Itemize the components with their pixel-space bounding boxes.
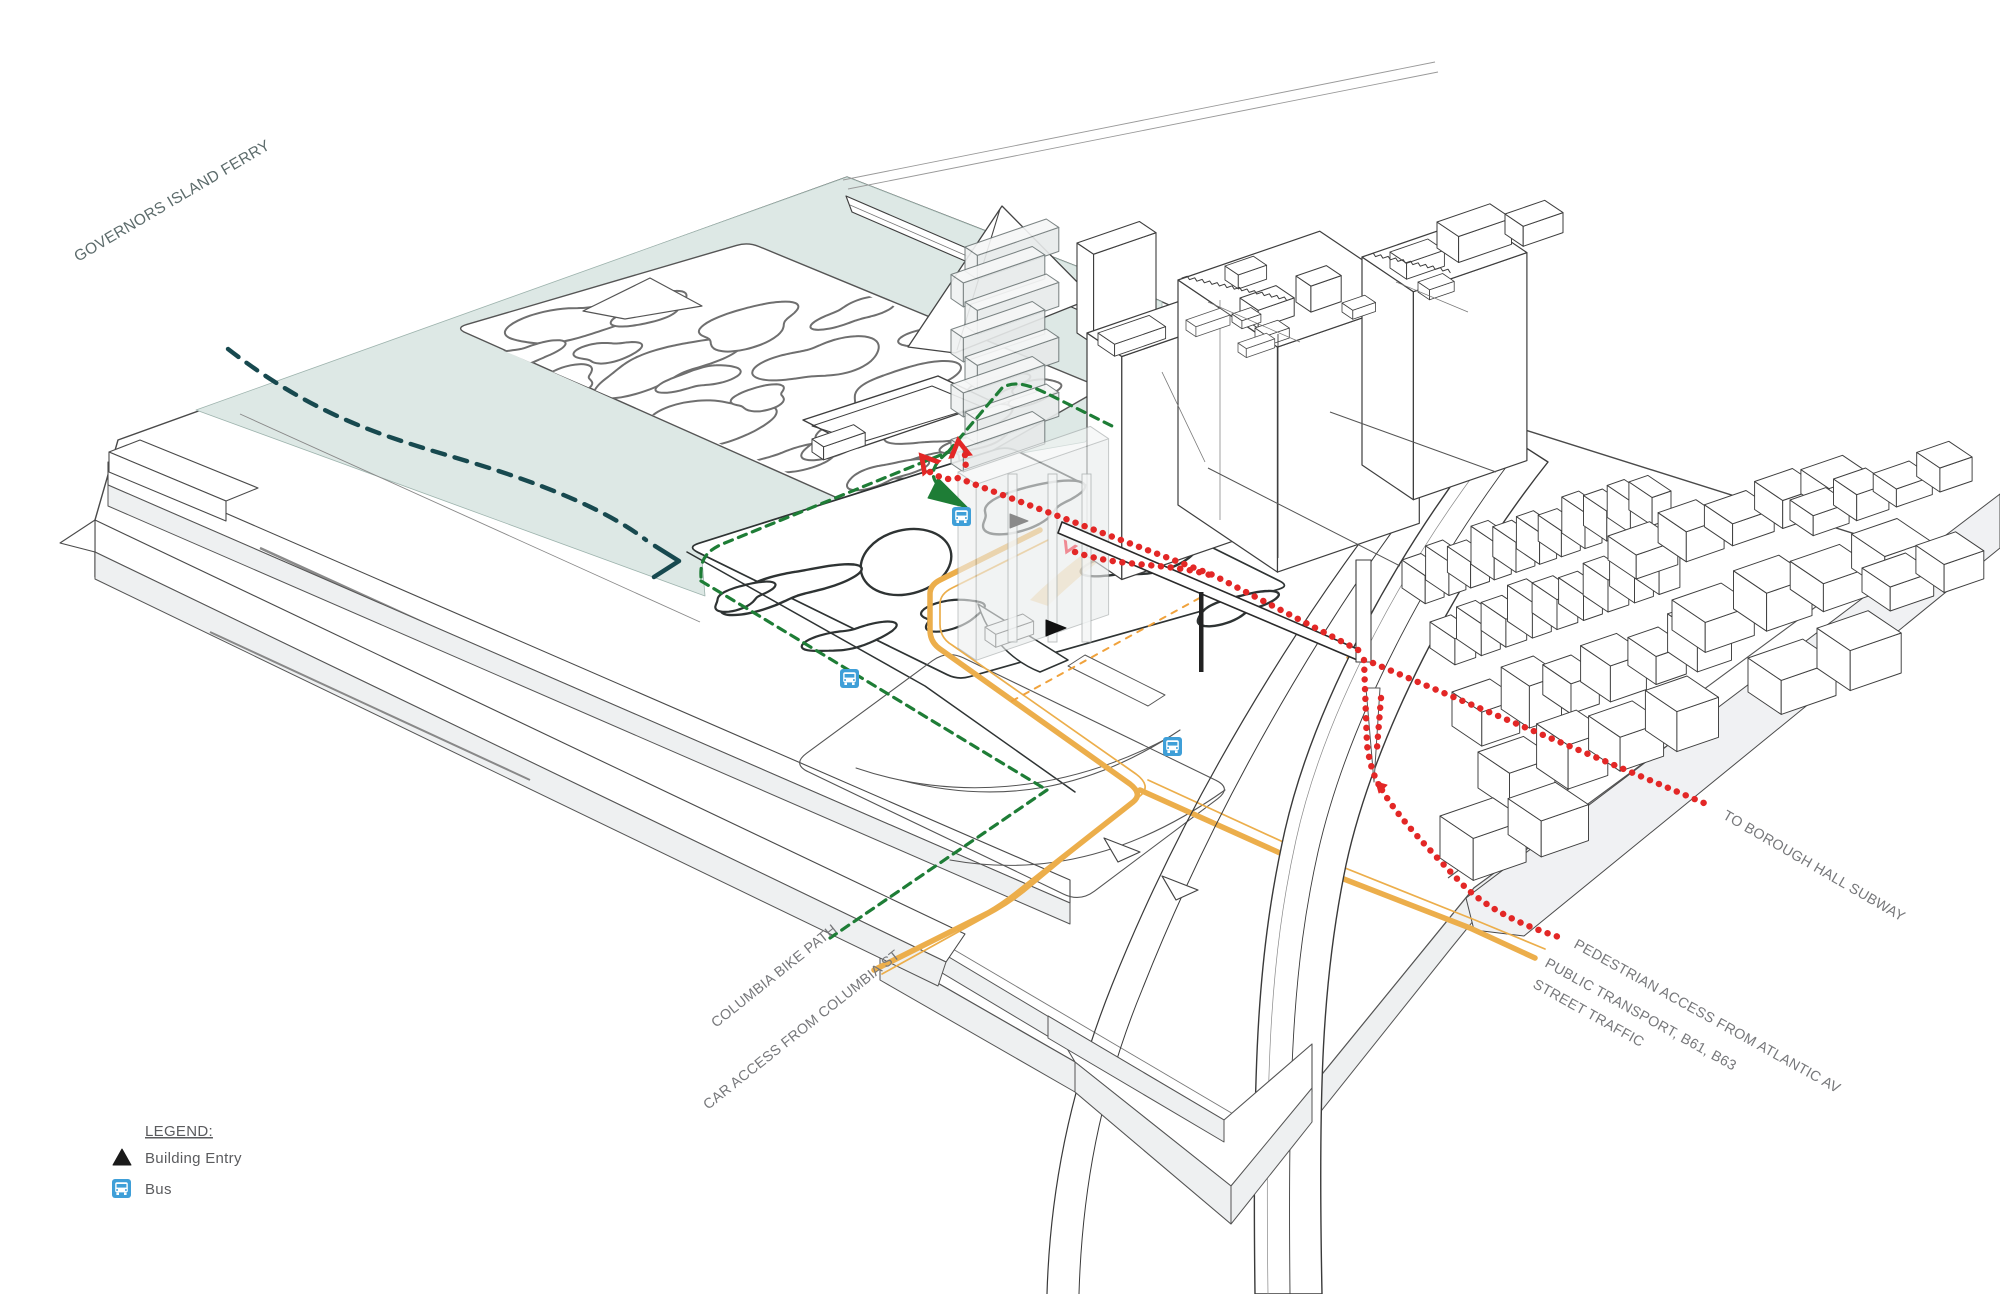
svg-text:Building Entry: Building Entry (145, 1150, 242, 1167)
svg-text:Bus: Bus (145, 1181, 172, 1198)
svg-text:LEGEND:: LEGEND: (145, 1123, 213, 1140)
